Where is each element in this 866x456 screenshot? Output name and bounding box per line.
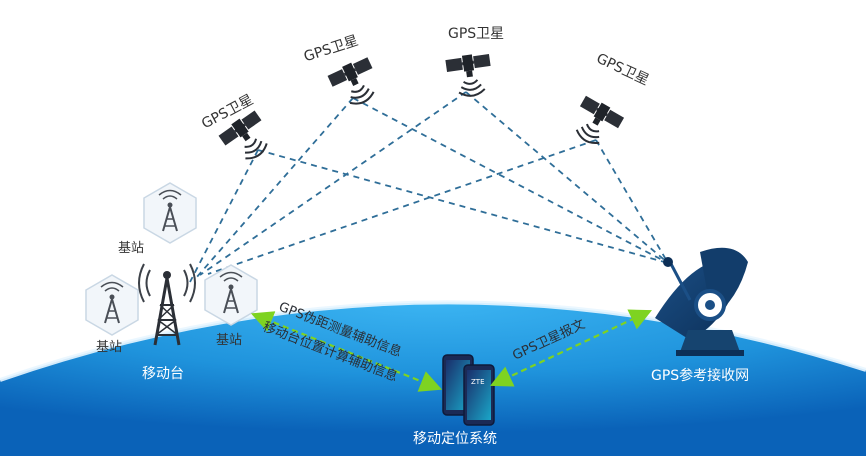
mobile-station-tower-icon — [138, 263, 196, 346]
reference-network-label: GPS参考接收网 — [651, 367, 749, 384]
satellite-2 — [325, 53, 386, 113]
satellite-2-label: GPS卫星 — [302, 33, 360, 66]
assist-arrow-left — [250, 311, 443, 392]
phone-screen-text: ZTE — [471, 378, 485, 386]
satellite-4-label: GPS卫星 — [594, 51, 652, 89]
base-station-left — [85, 274, 139, 336]
mobile-phone-icon — [442, 354, 495, 426]
satellite-3 — [443, 50, 496, 101]
assist-arrow-right — [490, 309, 652, 387]
positioning-system-label: 移动定位系统 — [413, 431, 497, 447]
satellite-dish-icon — [655, 247, 748, 356]
satellite-4 — [564, 92, 627, 154]
satellite-3-label: GPS卫星 — [448, 26, 504, 42]
base-station-left-label: 基站 — [96, 340, 122, 355]
mobile-station-label: 移动台 — [142, 366, 184, 382]
base-station-top-label: 基站 — [118, 241, 144, 256]
earth-rim-highlight — [0, 300, 866, 382]
signal-lines — [189, 91, 669, 283]
base-station-top — [143, 182, 197, 244]
base-station-right-label: 基站 — [216, 333, 242, 348]
